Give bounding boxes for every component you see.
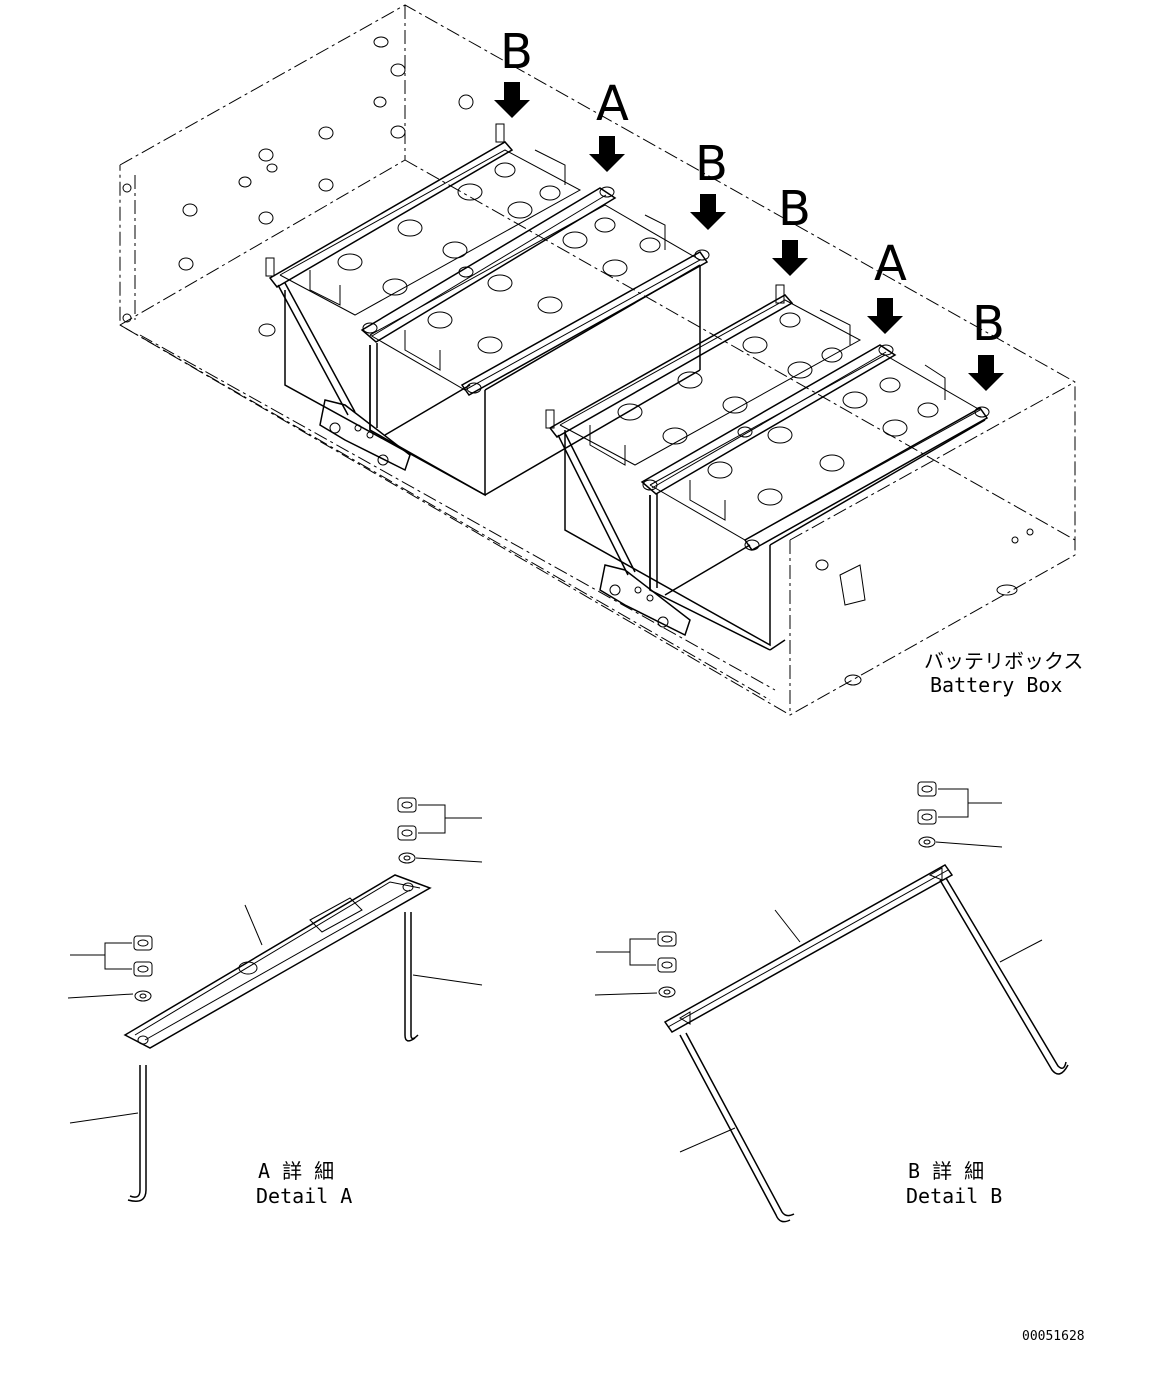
callout-b2: B <box>690 136 728 230</box>
battery-box-outline <box>119 4 1076 716</box>
detail-a-drawing <box>67 797 483 1202</box>
callout-b4-label: B <box>972 296 1005 352</box>
battery-box-label-en: Battery Box <box>930 673 1062 697</box>
back-wall-bosses <box>122 36 1034 686</box>
callout-b3: B <box>772 181 811 276</box>
detail-b-label-en: Detail B <box>906 1184 1002 1208</box>
callout-b2-label: B <box>695 136 728 192</box>
callout-a2: A <box>867 236 907 334</box>
detail-a-label-en: Detail A <box>256 1184 352 1208</box>
arrow-down-icon <box>968 355 1004 391</box>
callout-b1-label: B <box>500 24 533 80</box>
callout-b1: B <box>494 24 533 118</box>
arrow-down-icon <box>690 194 726 230</box>
arrow-down-icon <box>772 240 808 276</box>
callout-a1-label: A <box>596 76 629 132</box>
detail-b-drawing <box>594 781 1069 1223</box>
detail-b-label-jp: B 詳 細 <box>908 1159 984 1183</box>
callout-a2-label: A <box>874 236 907 292</box>
callout-b3-label: B <box>778 181 811 237</box>
battery-box-label-jp: バッテリボックス <box>924 649 1083 673</box>
battery-bank-left <box>265 123 710 497</box>
callout-a1: A <box>589 76 629 172</box>
battery-bank-right <box>545 284 990 651</box>
drawing-number: 00051628 <box>1022 1329 1085 1344</box>
arrow-down-icon <box>589 136 625 172</box>
callout-b4: B <box>968 296 1005 391</box>
detail-a-label-jp: A 詳 細 <box>258 1159 334 1183</box>
arrow-down-icon <box>494 82 530 118</box>
arrow-down-icon <box>867 298 903 334</box>
